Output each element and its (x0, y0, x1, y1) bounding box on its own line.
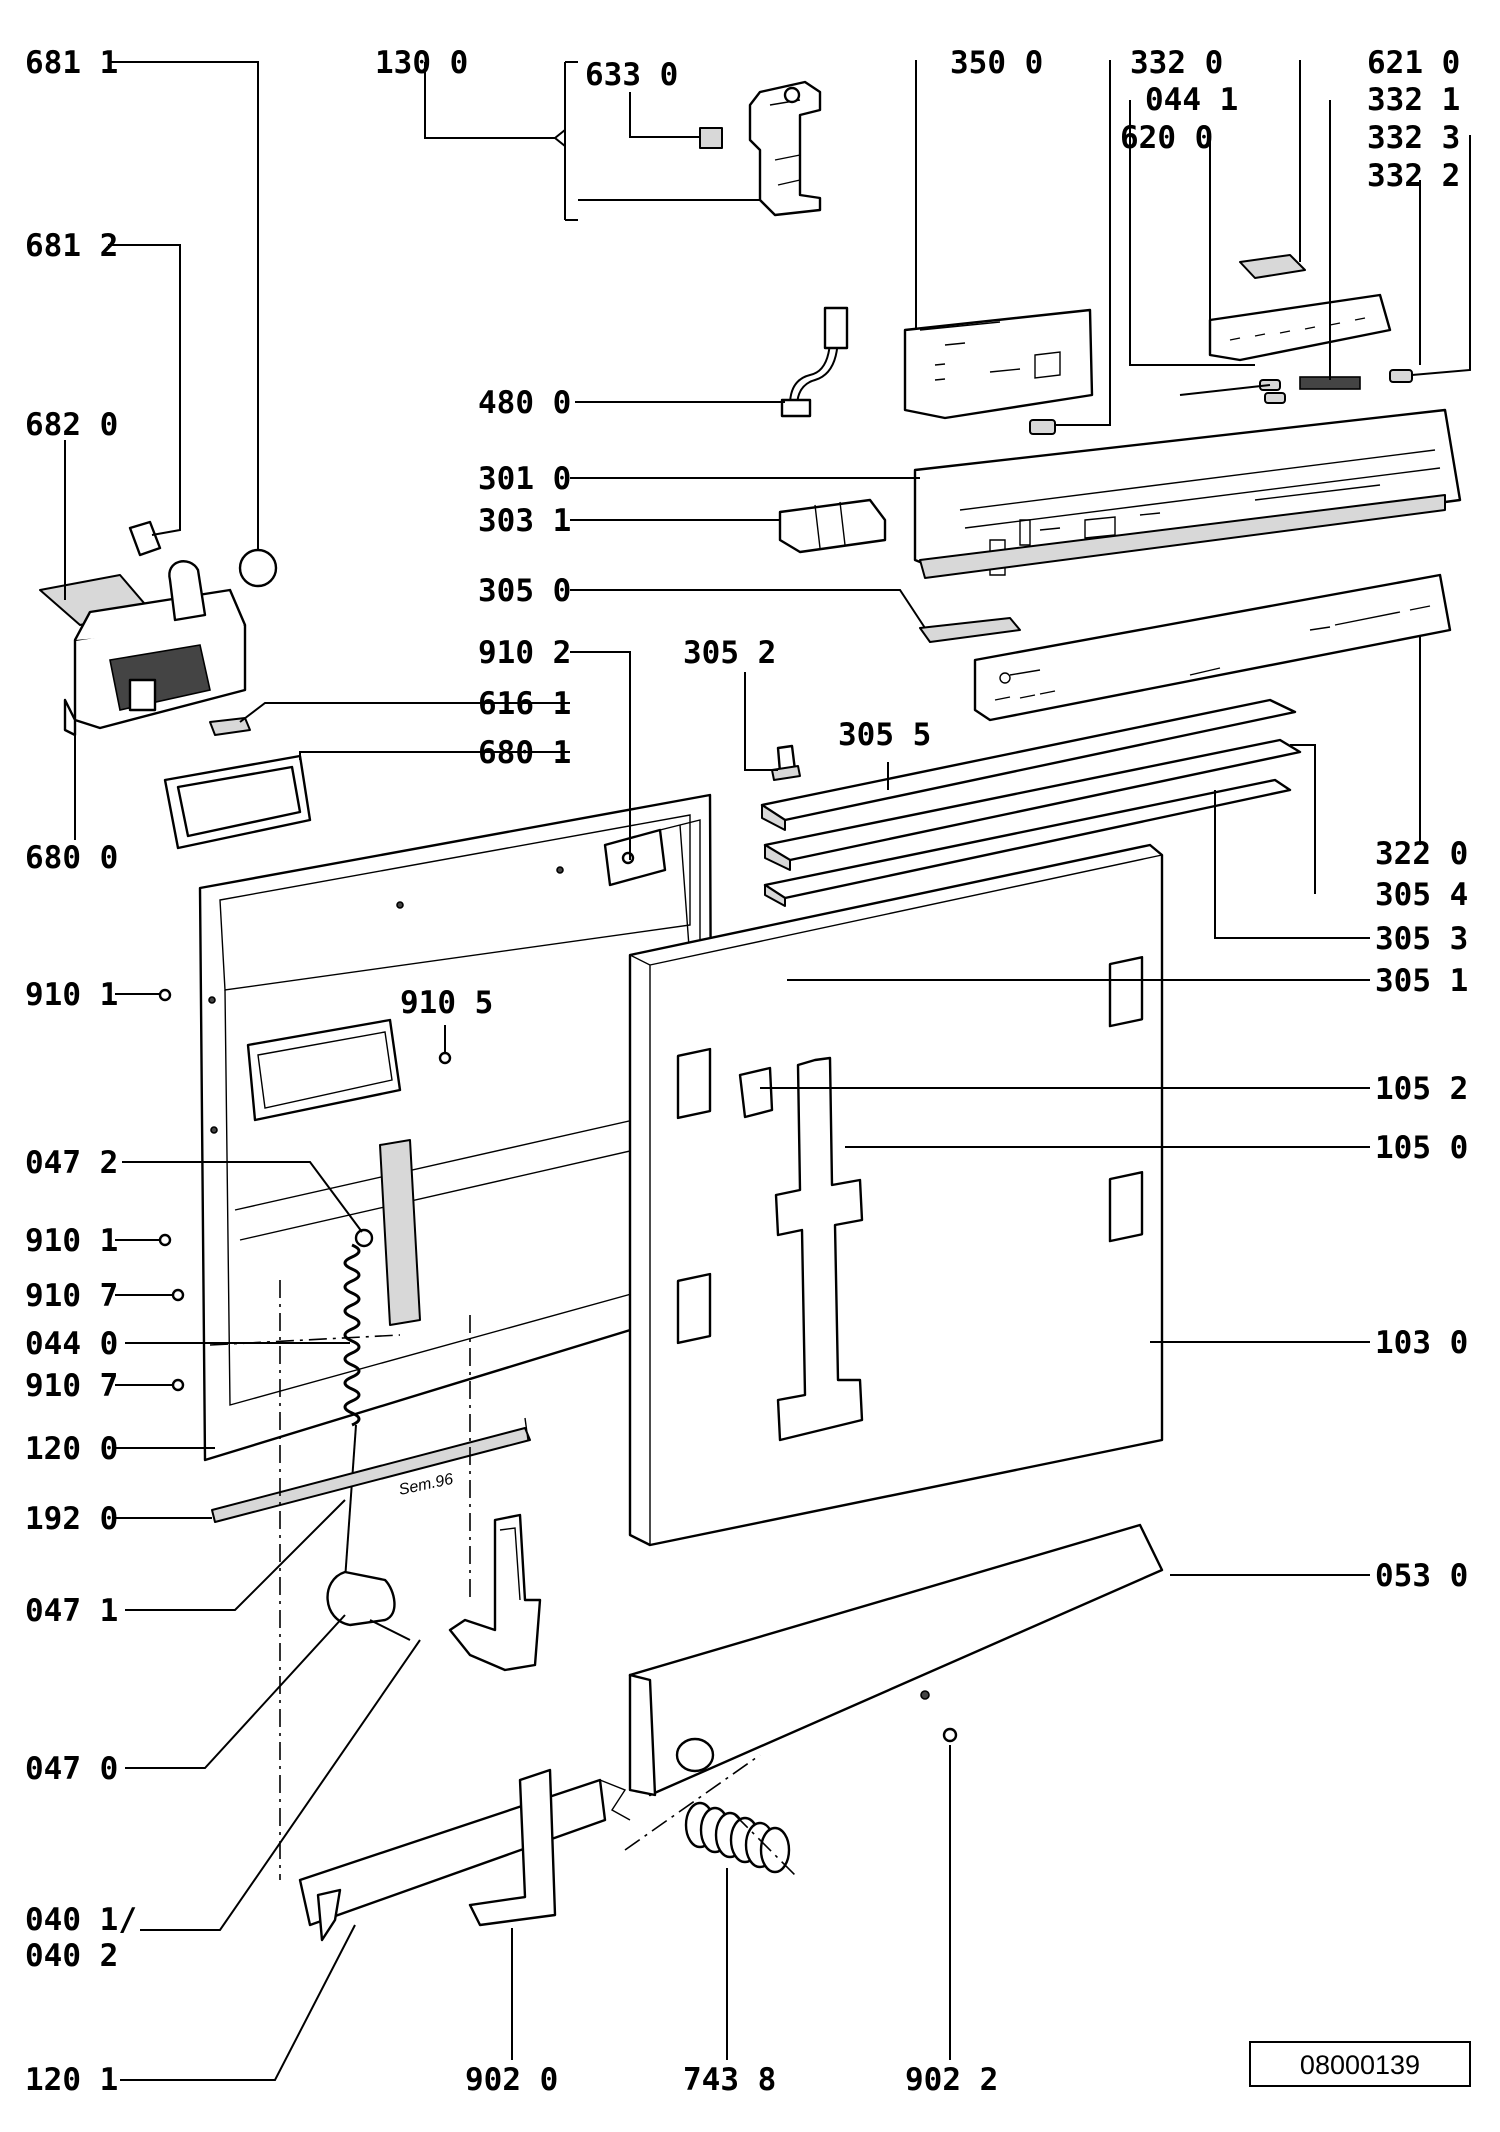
callout-680-0: 680 0 (25, 840, 118, 876)
part-inner-door-120 (198, 793, 714, 1462)
callout-305-4: 305 4 (1375, 877, 1468, 913)
part-bracket-120-1 (298, 1778, 631, 1942)
callout-480-0: 480 0 (478, 385, 571, 421)
part-kickplate-053 (628, 1523, 1164, 1797)
part-clip-616 (209, 717, 251, 736)
part-gasket-680 (163, 754, 312, 850)
callout-332-0: 332 0 (1130, 45, 1223, 81)
callout-332-1: 332 1 (1367, 82, 1460, 118)
part-programmer-620 (1208, 254, 1413, 404)
callout-047-0: 047 0 (25, 1751, 118, 1787)
callout-103-0: 103 0 (1375, 1325, 1468, 1361)
callout-192-0: 192 0 (25, 1501, 118, 1537)
callout-616-1: 616 1 (478, 686, 571, 722)
callout-120-0: 120 0 (25, 1431, 118, 1467)
part-rail-192 (211, 1417, 531, 1523)
callout-350-0: 350 0 (950, 45, 1043, 81)
callout-910-7b: 910 7 (25, 1368, 118, 1404)
callout-305-0: 305 0 (478, 573, 571, 609)
callout-105-2: 105 2 (1375, 1071, 1468, 1107)
callout-680-1: 680 1 (478, 735, 571, 771)
part-control-panel-301 (913, 408, 1462, 579)
callout-105-0: 105 0 (1375, 1130, 1468, 1166)
callout-910-2: 910 2 (478, 635, 571, 671)
callout-332-3: 332 3 (1367, 120, 1460, 156)
part-button-303 (778, 498, 887, 554)
part-cap-681-2 (128, 520, 162, 557)
callout-682-0: 682 0 (25, 407, 118, 443)
callout-120-1: 120 1 (25, 2062, 118, 2098)
callout-047-1: 047 1 (25, 1593, 118, 1629)
callout-681-1: 681 1 (25, 45, 118, 81)
document-id-box: 08000139 (1249, 2041, 1471, 2087)
callout-305-1: 305 1 (1375, 963, 1468, 999)
part-control-board-350 (903, 308, 1094, 435)
callout-305-2: 305 2 (683, 635, 776, 671)
part-wire-harness-480 (780, 306, 849, 418)
callout-labels: 681 1 130 0 633 0 350 0 332 0 621 0 044 … (25, 45, 1468, 2098)
rail-stamp-text: Sem.96 (397, 1471, 455, 1499)
part-fascia-322 (973, 573, 1452, 722)
part-clip-305-2 (771, 744, 801, 781)
callout-910-5: 910 5 (400, 985, 493, 1021)
callout-902-0: 902 0 (465, 2062, 558, 2098)
callout-322-0: 322 0 (1375, 836, 1468, 872)
callout-910-1a: 910 1 (25, 977, 118, 1013)
part-rails-305 (760, 698, 1302, 907)
callout-047-2: 047 2 (25, 1145, 118, 1181)
callout-040-2: 040 2 (25, 1938, 118, 1974)
callout-681-2: 681 2 (25, 228, 118, 264)
callout-743-8: 743 8 (683, 2062, 776, 2098)
callout-620-0: 620 0 (1120, 120, 1213, 156)
callout-621-0: 621 0 (1367, 45, 1460, 81)
part-spring-743 (684, 1801, 791, 1874)
part-strip-305 (919, 617, 1021, 643)
part-screw-902-2 (942, 1727, 958, 1743)
part-bracket-902 (468, 1768, 557, 1927)
callout-633-0: 633 0 (585, 57, 678, 93)
part-door-panel-103 (628, 843, 1164, 1547)
callout-040-1: 040 1/ (25, 1902, 137, 1938)
callout-305-3: 305 3 (1375, 921, 1468, 957)
callout-332-2: 332 2 (1367, 158, 1460, 194)
callout-305-5: 305 5 (838, 717, 931, 753)
part-ring-681-1 (238, 548, 278, 588)
callout-902-2: 902 2 (905, 2062, 998, 2098)
callout-301-0: 301 0 (478, 461, 571, 497)
part-hinge-047 (326, 1570, 411, 1641)
callout-130-0: 130 0 (375, 45, 468, 81)
part-dispenser-682 (39, 560, 247, 737)
part-bracket-040 (448, 1513, 542, 1672)
leader-lines (64, 60, 1471, 2081)
callout-044-1: 044 1 (1145, 82, 1238, 118)
callout-910-7a: 910 7 (25, 1278, 118, 1314)
callout-053-0: 053 0 (1375, 1558, 1468, 1594)
part-bracket-633 (699, 80, 822, 217)
center-lines (209, 1280, 796, 1880)
callout-303-1: 303 1 (478, 503, 571, 539)
callout-910-1b: 910 1 (25, 1223, 118, 1259)
callout-044-0: 044 0 (25, 1326, 118, 1362)
document-id: 08000139 (1300, 2050, 1420, 2080)
part-spring-047 (343, 1228, 374, 1581)
